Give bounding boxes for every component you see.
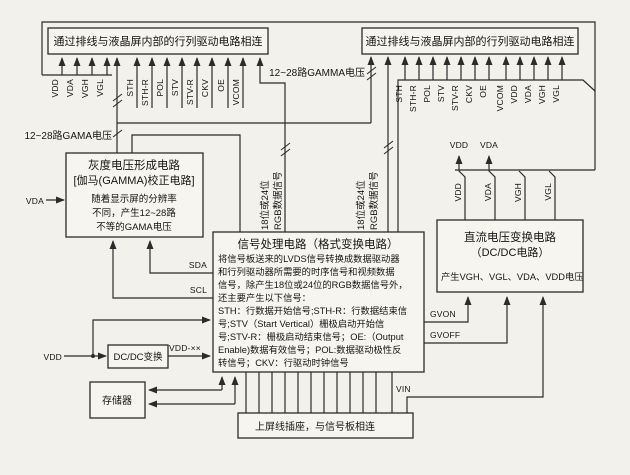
- right-cable-wires: [401, 56, 566, 80]
- signal-box-body-5: STH：行数据开始信号;STH-R：行数据结束信: [218, 305, 407, 316]
- right-cable-label-sth: STH: [394, 85, 404, 103]
- right-cable-label-stv: STV: [436, 85, 446, 102]
- wire-gamma-to-topleft: [112, 57, 123, 153]
- dcdc-small-box: [107, 344, 169, 369]
- signal-box-body-9: 转信号；CKV：行驱动时钟信号: [218, 357, 349, 368]
- memory-label: 存储器: [102, 394, 132, 407]
- left-timing-label-stv-r: STV-R: [185, 79, 195, 105]
- dcdc-main-box: [436, 219, 584, 293]
- dcdc-main-subtitle: （DC/DC电路）: [471, 246, 550, 259]
- rgb-right-label-bits: 18位或24位: [355, 180, 367, 230]
- gamma-box-subtitle: [伽马(GAMMA)校正电路]: [74, 173, 195, 187]
- top-left-connector-label: 通过排线与液晶屏内部的行列驱动电路相连: [54, 34, 263, 48]
- left-power-wires: [58, 57, 111, 75]
- left-timing-label-stv: STV: [170, 79, 180, 96]
- left-timing-label-oe: OE: [216, 79, 226, 92]
- dcdc-main-title: 直流电压变换电路: [464, 230, 556, 244]
- left-timing-label-vcom: VCOM: [231, 79, 241, 105]
- memory-link-wires: [148, 376, 239, 408]
- signal-box-body-3: 信号，除产生18位或24位的RGB数据信号外，: [218, 279, 408, 290]
- dcdc-top-label-vgh: VGH: [513, 183, 523, 202]
- vda-input-label: VDA: [26, 196, 44, 206]
- dcdc-small-label: DC/DC变换: [113, 351, 163, 363]
- dcdc-output-wires: [455, 155, 556, 220]
- left-power-label-vgl: VGL: [95, 79, 105, 97]
- gamma-circuit-box: [65, 152, 204, 238]
- rgb-right-label-name: RGB数据信号: [368, 171, 380, 230]
- right-cable-label-ckv: CKV: [464, 85, 474, 103]
- signal-box-body-6: 号;STV（Start Vertical）栅极启动开始信: [218, 318, 384, 329]
- gvon-label: GVON: [430, 309, 456, 319]
- wire-vdd-input: [64, 316, 211, 360]
- gamma-right-label: 12~28路GAMMA电压: [269, 66, 365, 79]
- right-cable-label-vgl: VGL: [551, 85, 561, 103]
- rgb-left-label-bits: 18位或24位: [259, 180, 271, 230]
- gamma-box-body-3: 不等的GAMA电压: [96, 221, 172, 233]
- wire-gvon: [424, 296, 472, 323]
- signal-box-title: 信号处理电路（格式变换电路）: [238, 237, 399, 251]
- left-timing-wires: [133, 57, 247, 108]
- signal-to-socket-fan: [245, 372, 393, 413]
- left-timing-label-ckv: CKV: [200, 79, 210, 97]
- dcdc-top-label-vgl: VGL: [543, 183, 553, 201]
- left-timing-label-pol: POL: [155, 79, 165, 97]
- gamma-box-title: 灰度电压形成电路: [88, 158, 180, 172]
- top-right-connector-box: [361, 27, 579, 55]
- right-cable-label-vgh: VGH: [537, 85, 547, 104]
- signal-box-body-2: 和行列驱动器所需要的时序信号和视频数据: [218, 266, 395, 277]
- right-cable-label-vda: VDA: [523, 85, 533, 103]
- right-cable-label-pol: POL: [422, 85, 432, 103]
- wire-gamma-to-topright: [117, 56, 377, 124]
- vdd-xx-label: VDD-××: [169, 343, 201, 353]
- left-power-label-vdd: VDD: [50, 79, 60, 98]
- gamma-box-body-1: 随着显示屏的分辨率: [91, 193, 177, 205]
- rgb-left-label-name: RGB数据信号: [272, 171, 284, 230]
- left-power-label-vda: VDA: [65, 79, 75, 97]
- dcdc-top-label-vdd: VDD: [453, 183, 463, 202]
- wire-rgb-to-topleft: [256, 57, 291, 232]
- top-left-connector-box: [47, 27, 269, 55]
- vin-label: VIN: [396, 384, 411, 394]
- dcdc-top-label-vda: VDA: [483, 183, 493, 201]
- signal-processing-box: [212, 231, 425, 373]
- signal-box-body-7: 号;STV-R：栅极启动结束信号；OE:（Output: [218, 331, 404, 342]
- wire-gamma-signal-link: [131, 134, 241, 232]
- wire-rgb-to-topright: [383, 56, 394, 232]
- gvoff-label: GVOFF: [430, 330, 460, 340]
- right-cable-label-oe: OE: [478, 85, 488, 98]
- wire-sda: [146, 240, 213, 274]
- right-cable-label-vcom: VCOM: [495, 85, 505, 111]
- socket-box: [237, 412, 414, 439]
- wire-vin: [406, 296, 547, 413]
- left-power-label-vgh: VGH: [80, 79, 90, 98]
- cable-outer-loop: [41, 21, 596, 232]
- socket-label: 上屏线插座，与信号板相连: [255, 420, 375, 433]
- left-timing-label-sth: STH: [125, 79, 135, 97]
- scl-label: SCL: [190, 285, 207, 295]
- vdd-input-label: VDD: [43, 352, 62, 362]
- signal-box-body-1: 将信号板送来的LVDS信号转换成数据驱动器: [218, 253, 400, 264]
- memory-box: [89, 381, 146, 419]
- top-right-connector-label: 通过排线与液晶屏内部的行列驱动电路相连: [366, 34, 575, 48]
- dcdc-main-body: 产生VGH、VGL、VDA、VDD电压: [441, 271, 584, 282]
- wire-scl: [109, 240, 213, 299]
- signal-box-body-8: Enable)数据有效信号；POL:数据驱动极性反: [218, 344, 401, 355]
- gamma-box-body-2: 不同，产生12~28路: [92, 207, 176, 219]
- wire-gvoff: [424, 296, 511, 344]
- sda-label: SDA: [189, 260, 207, 270]
- signal-box-body-4: 还主要产生以下信号：: [218, 292, 311, 303]
- right-cable-label-vdd: VDD: [509, 85, 519, 104]
- gamma-left-label: 12~28路GAMA电压: [24, 129, 112, 142]
- left-timing-label-sth-r: STH-R: [140, 79, 150, 106]
- dcdc-branch-label-vdd: VDD: [450, 140, 469, 150]
- dcdc-branch-label-vda: VDA: [480, 140, 498, 150]
- right-cable-label-stv-r: STV-R: [450, 85, 460, 111]
- right-cable-label-sth-r: STH-R: [408, 85, 418, 112]
